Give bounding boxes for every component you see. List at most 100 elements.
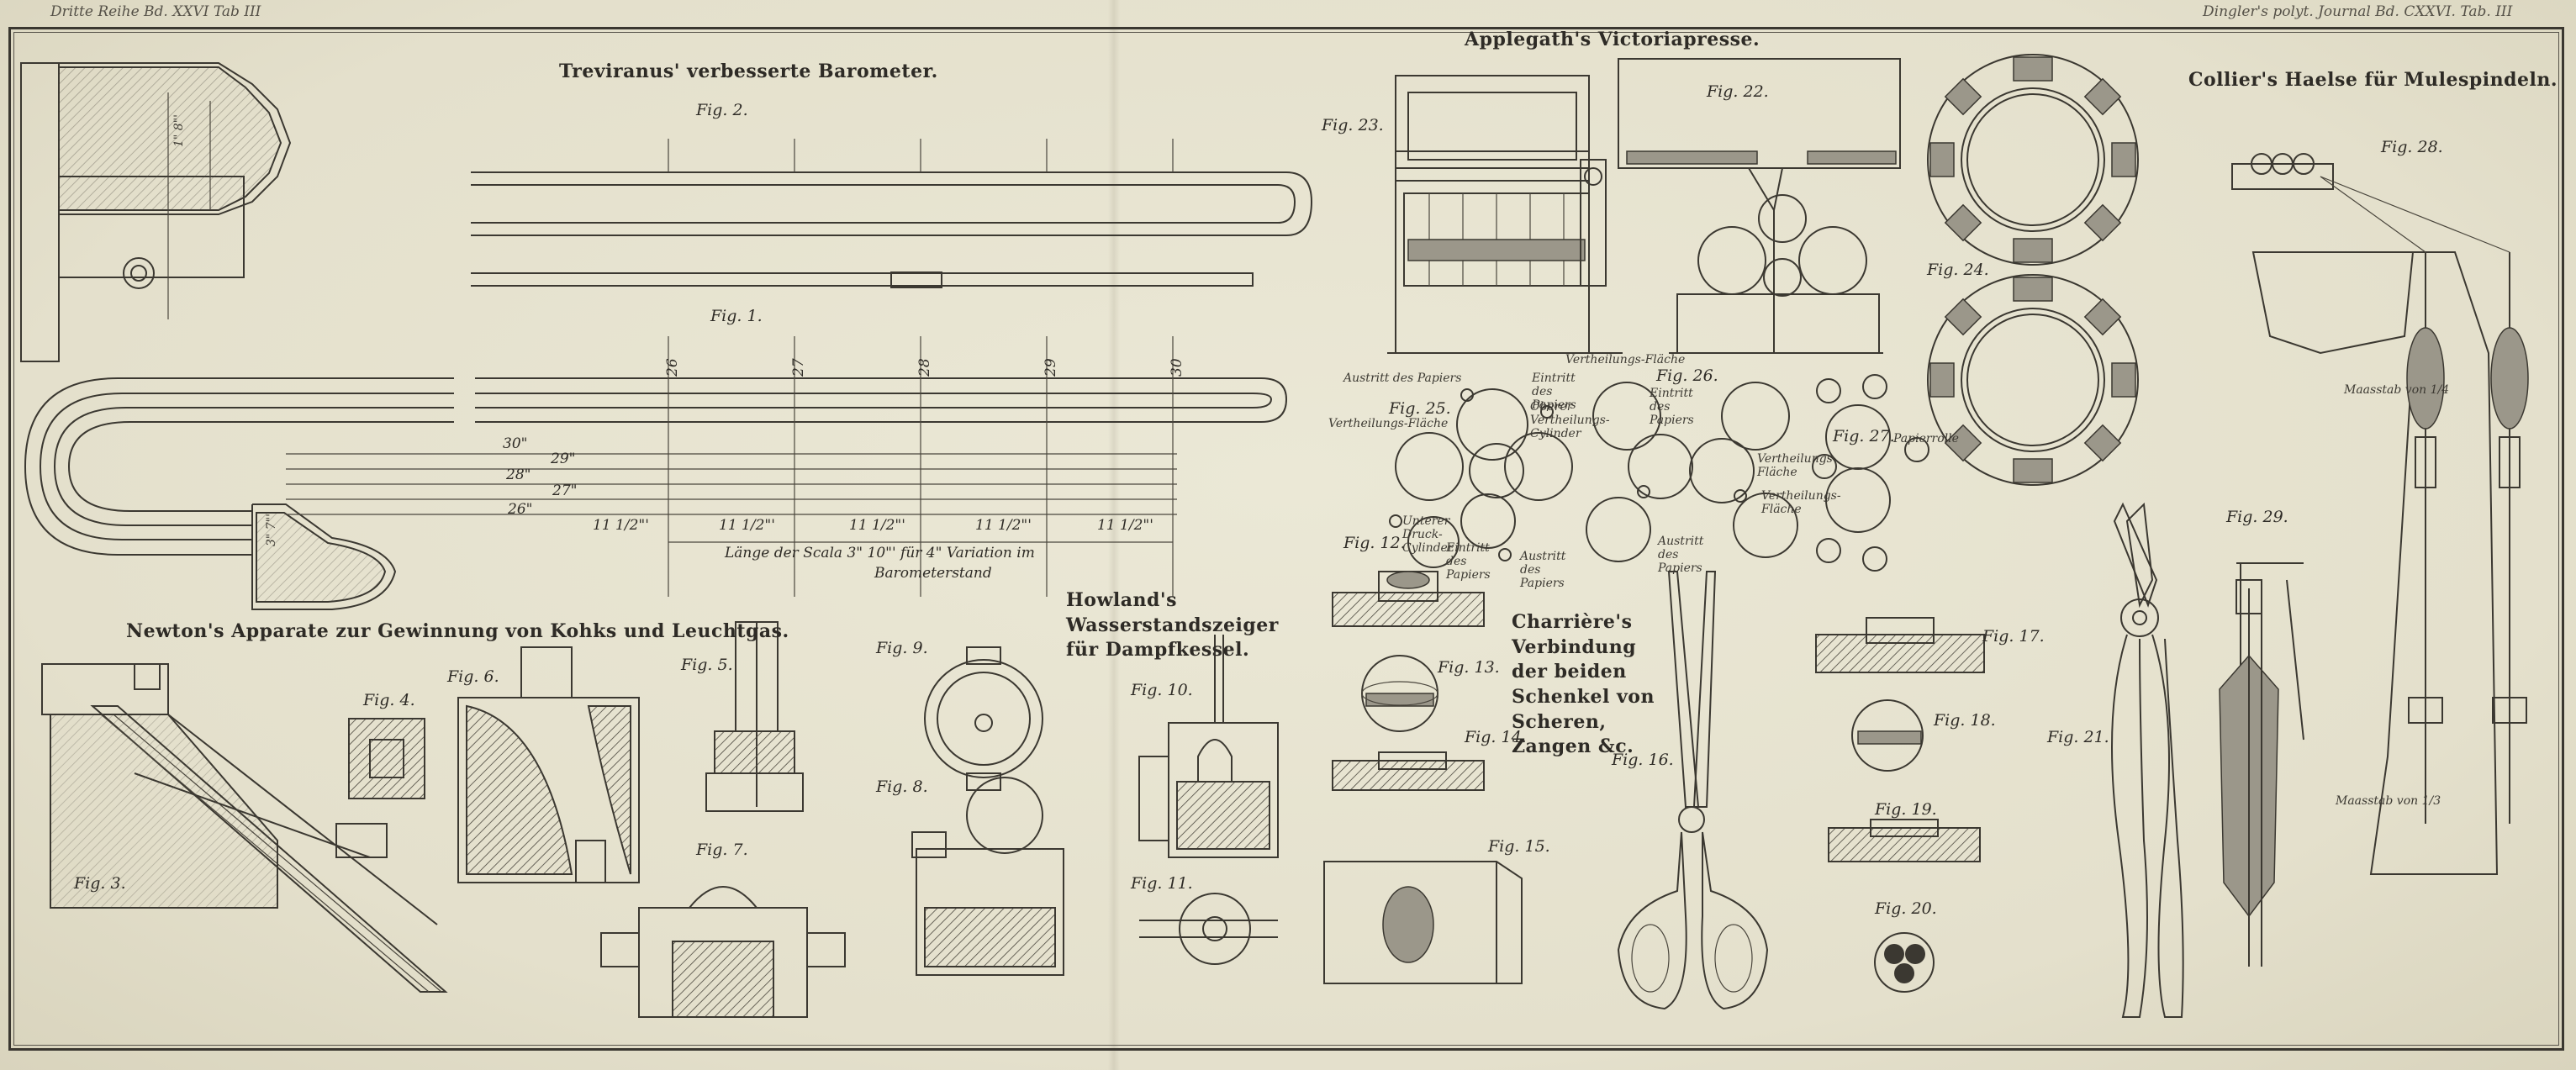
title-howland: Howland's Wasserstandszeiger für Dampfke… xyxy=(1066,589,1279,662)
fig19-label: Fig. 19. xyxy=(1875,800,1937,819)
fig2-label: Fig. 2. xyxy=(696,101,748,119)
fig6-label: Fig. 6. xyxy=(447,667,499,686)
plate-header-left: Dritte Reihe Bd. XXVI Tab III xyxy=(50,3,261,20)
span-3: 11 1/2"' xyxy=(975,517,1032,534)
inch-29: 29" xyxy=(551,451,576,467)
fig12-joint-section-drawing xyxy=(1332,571,1485,627)
inch-26: 26" xyxy=(508,501,533,518)
title-treviranus: Treviranus' verbesserte Barometer. xyxy=(559,61,938,82)
title-collier: Collier's Haelse für Mulespindeln. xyxy=(2188,69,2558,91)
fig29-spindle-detail-drawing xyxy=(2219,562,2304,967)
fig22-label: Fig. 22. xyxy=(1707,82,1769,101)
fig17-joint-section-drawing xyxy=(1815,617,1985,673)
note-eintritt-2: Eintritt des Papiers xyxy=(1446,541,1491,582)
note-unterer-cylinder: Unterer Druck-Cylinder xyxy=(1402,514,1454,555)
fig16-scissors-drawing xyxy=(1617,571,1769,1010)
fig18-label: Fig. 18. xyxy=(1934,711,1996,730)
fig22-press-section-drawing xyxy=(1618,58,1901,354)
fig8-valve-box-drawing xyxy=(911,777,1064,976)
scale-tick-26: 26 xyxy=(664,358,681,377)
inch-30: 30" xyxy=(503,435,528,452)
fig26-label: Fig. 26. xyxy=(1656,366,1718,385)
fig27-label: Fig. 27. xyxy=(1833,427,1895,445)
fig27-cylinder-diagram-drawing xyxy=(1812,374,1929,572)
center-fold xyxy=(1108,0,1120,1070)
fig7-retort-drawing xyxy=(600,886,846,1018)
fig2-barometer-top-drawing xyxy=(20,62,1313,362)
note-austritt-3: Austritt des Papiers xyxy=(1658,535,1704,575)
fig3-coke-works-drawing xyxy=(41,663,448,993)
note-eintritt-1: Eintritt des Papiers xyxy=(1532,372,1576,412)
fig15-joint-block-drawing xyxy=(1323,861,1523,984)
fig24-ink-rings-drawing xyxy=(1927,54,2139,486)
dimension-vertical: 3" 7"' xyxy=(265,514,278,546)
fig13-label: Fig. 13. xyxy=(1438,658,1500,677)
fig6-coke-oven-section-drawing xyxy=(457,646,640,883)
note-vertheilung-1: Vertheilungs-Fläche xyxy=(1328,417,1449,430)
fig17-label: Fig. 17. xyxy=(1982,627,2045,646)
fig28-label: Fig. 28. xyxy=(2381,138,2443,156)
fig20-label: Fig. 20. xyxy=(1875,899,1937,918)
plate-border xyxy=(8,27,2564,1051)
title-charriere: Charrière's Verbindung der beiden Schenk… xyxy=(1512,611,1655,758)
span-4: 11 1/2"' xyxy=(1097,517,1153,534)
span-5: 11 1/2"' xyxy=(593,517,649,534)
note-austritt-1: Austritt des Papiers xyxy=(1343,372,1462,385)
fig25-cylinder-diagram-drawing xyxy=(1389,388,1573,568)
note-papierrolle: Papierrolle xyxy=(1893,432,1959,445)
note-vertheilung-2: Vertheilungs-Fläche xyxy=(1565,353,1686,366)
fig14-joint-section-drawing xyxy=(1332,751,1485,791)
fig14-label: Fig. 14. xyxy=(1465,728,1527,746)
scale-caption-line1: Länge der Scala 3" 10"' für 4" Variation… xyxy=(725,545,1035,561)
fig4-label: Fig. 4. xyxy=(363,691,415,709)
collier-scale-2: Maasstab von 1/3 xyxy=(2336,794,2441,808)
fig26-cylinder-diagram-drawing xyxy=(1586,382,1798,562)
scale-tick-27: 27 xyxy=(790,358,807,377)
plate-header-right: Dingler's polyt. Journal Bd. CXXVI. Tab.… xyxy=(2203,3,2513,20)
title-applegath: Applegath's Victoriapresse. xyxy=(1465,29,1760,50)
fig4-oven-door-drawing xyxy=(348,718,425,799)
fig10-label: Fig. 10. xyxy=(1131,681,1193,699)
note-vertheilung-3: Vertheilungs-Fläche xyxy=(1757,452,1837,479)
fig9-label: Fig. 9. xyxy=(876,639,928,657)
fig25-label: Fig. 25. xyxy=(1389,399,1451,418)
scale-tick-28: 28 xyxy=(916,358,933,377)
scale-caption-line2: Barometerstand xyxy=(874,565,992,582)
fig18-joint-ball-drawing xyxy=(1851,699,1924,772)
note-eintritt-3: Eintritt des Papiers xyxy=(1650,387,1694,427)
fig29-label: Fig. 29. xyxy=(2226,508,2288,526)
fig21-label: Fig. 21. xyxy=(2047,728,2109,746)
fig13-joint-ball-drawing xyxy=(1361,655,1438,732)
fig8-label: Fig. 8. xyxy=(876,777,928,796)
fig16-label: Fig. 16. xyxy=(1612,751,1674,769)
fig20-joint-rosette-drawing xyxy=(1874,932,1935,993)
plate-border-inner xyxy=(13,32,2559,1046)
span-1: 11 1/2"' xyxy=(719,517,775,534)
note-austritt-2: Austritt des Papiers xyxy=(1520,550,1566,590)
fig9-valve-drawing xyxy=(924,646,1043,791)
fig23-press-elevation-drawing xyxy=(1387,75,1623,354)
fig24-label: Fig. 24. xyxy=(1927,261,1989,279)
dimension-left: 1" 8"' xyxy=(172,114,186,147)
note-vertheilung-4: Vertheilungs-Fläche xyxy=(1761,489,1841,516)
scale-tick-29: 29 xyxy=(1043,358,1059,377)
inch-27: 27" xyxy=(552,482,578,499)
fig23-label: Fig. 23. xyxy=(1322,116,1384,134)
scale-tick-30: 30 xyxy=(1169,358,1185,377)
fig1-barometer-utube-drawing xyxy=(24,336,1288,610)
fig7-label: Fig. 7. xyxy=(696,841,748,859)
fig5-gas-apparatus-drawing xyxy=(705,621,804,812)
fig10-water-gauge-drawing xyxy=(1138,635,1279,858)
fig3-label: Fig. 3. xyxy=(74,874,126,893)
note-oberer-cylinder: Oberer Vertheilungs-Cylinder xyxy=(1530,400,1610,440)
span-2: 11 1/2"' xyxy=(849,517,905,534)
fig28-mule-spindle-drawing xyxy=(2231,153,2529,875)
fig11-gauge-detail-drawing xyxy=(1139,893,1278,965)
inch-28: 28" xyxy=(506,466,531,483)
fig11-label: Fig. 11. xyxy=(1131,874,1193,893)
fig15-label: Fig. 15. xyxy=(1488,837,1550,856)
collier-scale-1: Maasstab von 1/4 xyxy=(2344,383,2450,397)
fig12-label: Fig. 12. xyxy=(1343,534,1406,552)
